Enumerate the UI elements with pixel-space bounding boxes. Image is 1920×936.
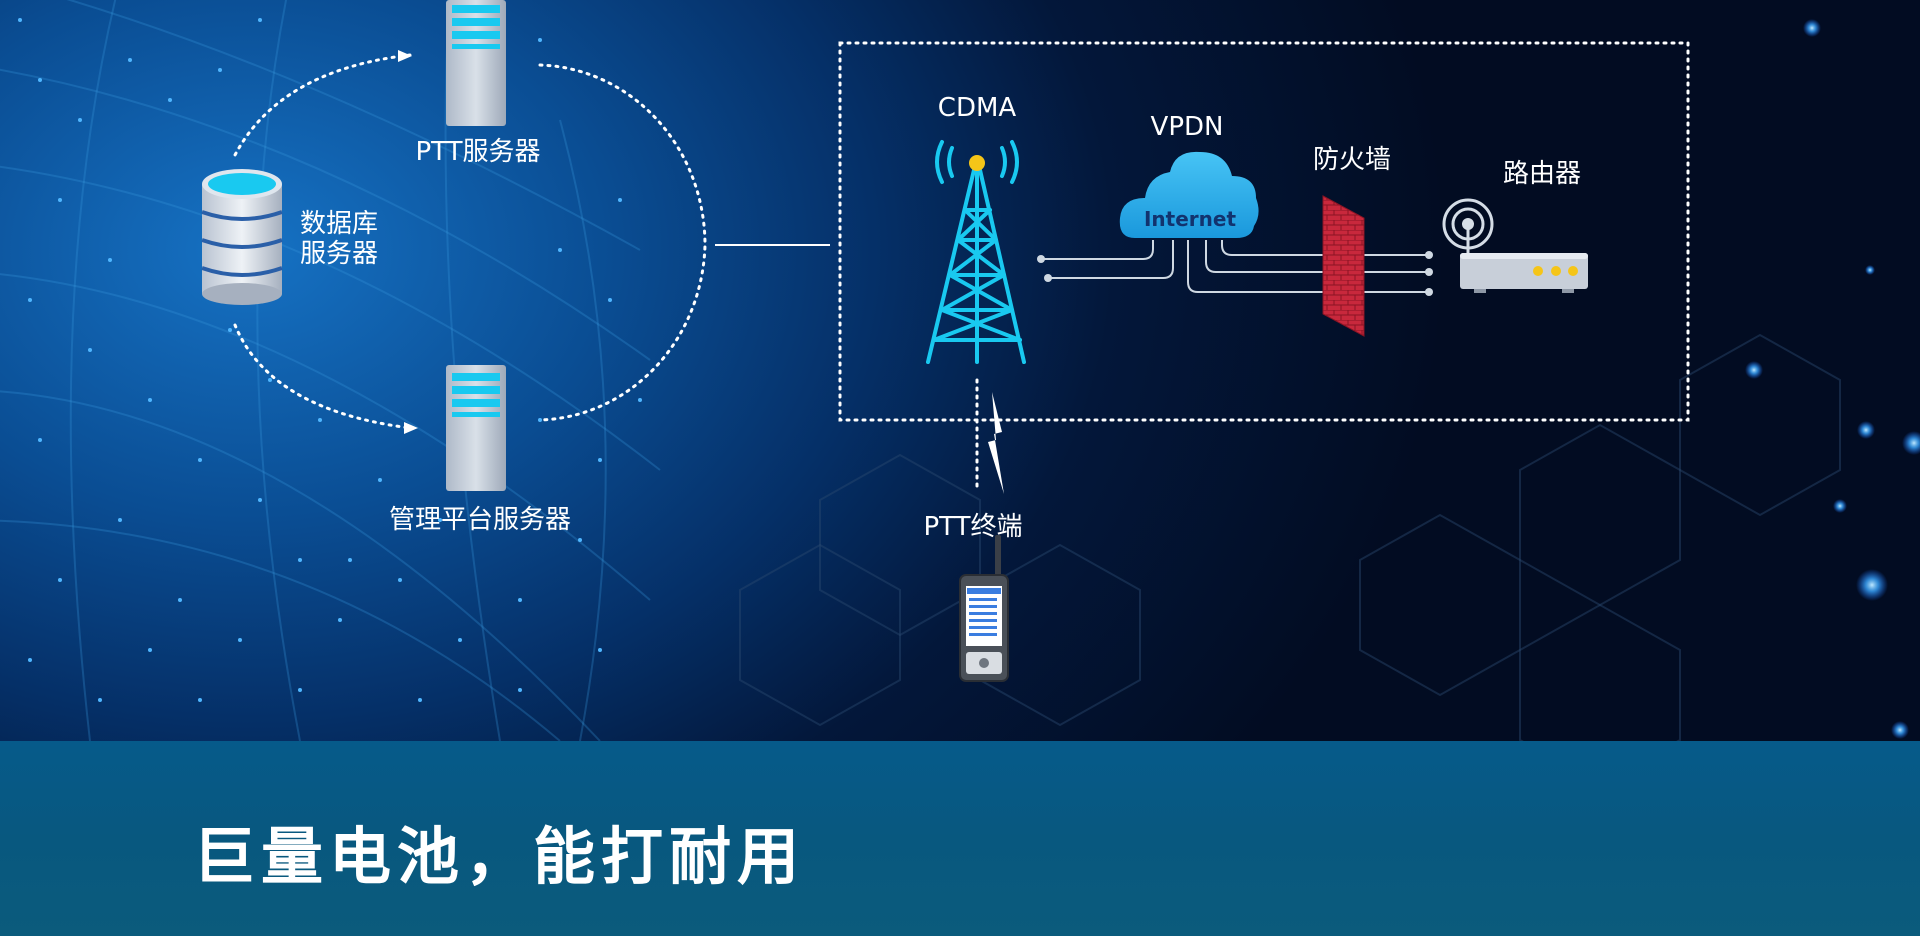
- cable-endpoints: [1037, 251, 1433, 296]
- hexagon-pattern: [739, 333, 1841, 741]
- network-diagram: PTT服务器 数据库 服务器 管理平台服务器 CDMA VPD: [0, 0, 1920, 741]
- lightning-icon: [988, 392, 1004, 494]
- db-server-label-line1: 数据库: [300, 209, 378, 239]
- feature-headline: 巨量电池，能打耐用: [193, 820, 806, 893]
- mgmt-server-label: 管理平台服务器: [389, 505, 571, 535]
- ptt-terminal-label: PTT终端: [924, 512, 1023, 542]
- management-server-icon: [446, 365, 506, 491]
- server-orbit: [233, 53, 707, 430]
- ptt-terminal-icon: [959, 535, 1009, 682]
- network-box: [838, 41, 1690, 422]
- ptt-server-icon: [446, 0, 506, 126]
- firewall-icon: [1322, 195, 1365, 337]
- ptt-server-label: PTT服务器: [416, 137, 541, 167]
- cdma-label: CDMA: [938, 93, 1017, 123]
- globe-dots: [18, 18, 642, 702]
- network-cables: [1043, 240, 1427, 293]
- vpdn-label: VPDN: [1151, 112, 1224, 142]
- internet-label: Internet: [1144, 207, 1236, 231]
- router-label: 路由器: [1503, 159, 1581, 189]
- tower-beacon: [969, 155, 985, 171]
- database-icon: [201, 169, 283, 305]
- globe-grid: [0, 0, 661, 741]
- sparkles: [1745, 19, 1920, 739]
- firewall-label: 防火墙: [1313, 145, 1391, 175]
- router-icon: [1442, 198, 1588, 293]
- feature-banner: [0, 741, 1920, 936]
- internet-cloud-icon: [1119, 151, 1259, 238]
- cdma-tower-icon: [926, 140, 1026, 364]
- db-server-label-line2: 服务器: [300, 239, 378, 269]
- arrowheads: [398, 50, 418, 434]
- network-diagram-panel: PTT服务器 数据库 服务器 管理平台服务器 CDMA VPD: [0, 0, 1920, 741]
